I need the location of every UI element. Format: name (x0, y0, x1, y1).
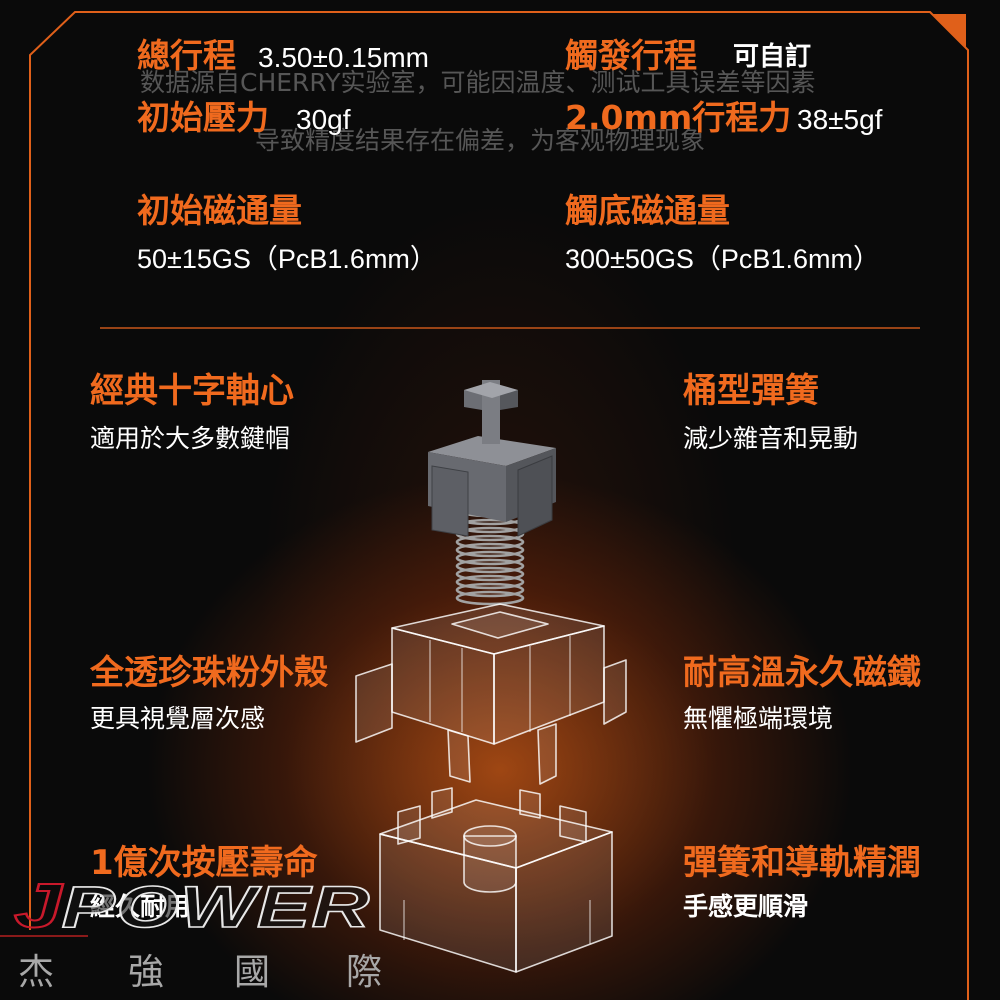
spring-coil (455, 534, 525, 550)
spring-coil (455, 542, 525, 558)
brand-subtitle-char: 國 (234, 952, 271, 993)
feature-lubed-desc: 手感更順滑 (683, 892, 809, 921)
feature-housing-title: 全透珍珠粉外殼 (90, 653, 328, 693)
disclaimer-line-2: 导致精度结果存在偏差，为客观物理现象 (255, 126, 706, 155)
brand-subtitle-char: 杰 (18, 952, 55, 993)
spec-initial-force-label: 初始壓力 (137, 98, 269, 137)
brand-logo-j: J (13, 872, 63, 941)
bottom-housing-post (431, 787, 453, 819)
spring-coil (455, 550, 525, 566)
cross-top-face (464, 382, 518, 398)
spec-initial-flux-value: 50±15GS（PcB1.6mm） (137, 244, 437, 274)
feature-lifespan-title: 1億次按壓壽命 (90, 843, 318, 883)
stem-body (428, 436, 556, 537)
feature-lifespan-desc: 經久耐用 (90, 892, 191, 921)
top-housing-top-face (391, 603, 605, 655)
feature-cross-stem-title: 經典十字軸心 (90, 371, 294, 411)
bottom-housing-center-pole-top (463, 825, 517, 847)
top-housing-wing-right (603, 659, 627, 725)
top-housing-wing-left (355, 663, 393, 743)
frame-corner-triangle (933, 14, 966, 47)
brand-logo: JPOWER (13, 875, 371, 940)
spec-bottom-flux-value: 300±50GS（PcB1.6mm） (565, 244, 880, 274)
brand-subtitle-char: 際 (346, 952, 383, 993)
bottom-housing (379, 787, 613, 973)
top-housing-stem-opening (451, 611, 549, 639)
spec-force-2mm-value: 38±5gf (797, 104, 883, 135)
feature-barrel-spring-title: 桶型彈簧 (683, 371, 819, 411)
spec-initial-force-value: 30gf (296, 104, 351, 135)
top-housing-leg-right (537, 723, 557, 785)
stem-left-nub (431, 465, 469, 537)
bottom-housing-post (559, 805, 587, 843)
bottom-housing-center-pole (463, 835, 517, 893)
spec-trigger-travel-value: 可自訂 (733, 42, 812, 72)
top-housing (355, 603, 627, 785)
spec-total-travel-value: 3.50±0.15mm (258, 42, 430, 73)
feature-magnet-title: 耐高溫永久磁鐵 (683, 653, 921, 693)
spring-coil (455, 566, 525, 582)
spec-trigger-travel-label: 觸發行程 (565, 36, 697, 75)
feature-housing-desc: 更具視覺層次感 (90, 704, 266, 733)
feature-cross-stem-desc: 適用於大多數鍵帽 (90, 424, 291, 453)
spring-coil (455, 590, 525, 606)
cross-arm-right (500, 390, 518, 410)
spring-coil (455, 558, 525, 574)
spec-force-2mm-label: 2.0mm行程力 (565, 98, 792, 137)
stem-top-face (428, 436, 556, 466)
spec-total-travel-label: 總行程 (137, 36, 236, 75)
brand-logo-power: POWER (60, 875, 371, 940)
spring-coil (455, 574, 525, 590)
spring-coil (455, 582, 525, 598)
spec-bottom-flux-label: 觸底磁通量 (565, 191, 730, 230)
feature-magnet-desc: 無懼極端環境 (683, 704, 834, 733)
top-housing-leg-left (447, 729, 471, 783)
disclaimer-line-1: 数据源自CHERRY实验室，可能因温度、测试工具误差等因素 (140, 68, 816, 97)
cross-arm-left (464, 390, 482, 410)
spec-initial-flux-label: 初始磁通量 (137, 191, 302, 230)
frame-line (29, 11, 969, 1000)
bottom-housing-post (519, 789, 541, 819)
feature-barrel-spring-desc: 減少雜音和晃動 (683, 424, 859, 453)
stem-right-nub (517, 455, 553, 537)
stem-cross-icon (464, 380, 518, 444)
bottom-housing-post (397, 805, 421, 845)
brand-subtitle-char: 強 (128, 952, 165, 993)
feature-lubed-title: 彈簧和導軌精潤 (683, 843, 921, 883)
